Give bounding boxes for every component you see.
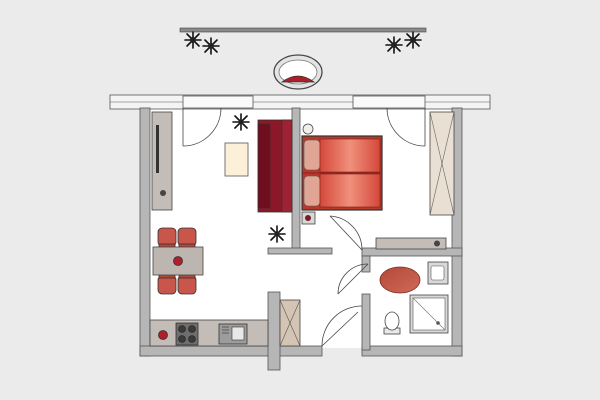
stove-icon (175, 322, 199, 346)
window (352, 95, 426, 109)
entrance-door (321, 305, 363, 347)
sofa (257, 119, 293, 213)
bath-rug (379, 266, 421, 294)
stove-knob-icon (160, 190, 166, 196)
balcony-railing (179, 27, 427, 33)
bathroom (375, 237, 449, 335)
kitchen-sink-icon (218, 323, 248, 345)
indoor-plant-icon (268, 225, 286, 243)
balcony (179, 27, 427, 90)
fridge-handle (156, 125, 159, 173)
dining-chair (177, 273, 197, 295)
doors (182, 107, 426, 347)
double-bed (301, 135, 383, 211)
windows (182, 95, 426, 109)
dining-chair (157, 227, 177, 249)
wardrobe (429, 111, 455, 216)
dining-area (152, 227, 204, 295)
balcony-door-left (182, 107, 222, 147)
table-decoration-icon (173, 256, 183, 266)
window (182, 95, 254, 109)
coffee-table (224, 142, 249, 177)
balcony-door-right (386, 107, 426, 147)
bathroom-door (337, 263, 369, 295)
dining-chair (157, 273, 177, 295)
kitchen (149, 111, 269, 347)
fire-extinguisher-icon (158, 330, 168, 340)
garden-chair-icon (273, 54, 323, 90)
floor-lamp-icon (302, 123, 314, 135)
potted-plant-icon (184, 31, 202, 49)
bath-sink-icon (427, 261, 449, 285)
indoor-plant-icon (232, 113, 250, 131)
nightstand (301, 211, 316, 225)
potted-plant-icon (202, 37, 220, 55)
shower-icon (409, 294, 449, 334)
living-bedroom (224, 111, 455, 243)
hall-closet (279, 299, 301, 347)
bath-counter (375, 237, 447, 250)
dining-chair (177, 227, 197, 249)
kitchen-counter (149, 319, 269, 347)
bedroom-door (329, 215, 363, 251)
potted-plant-icon (385, 36, 403, 54)
toilet-icon (383, 311, 401, 335)
potted-plant-icon (404, 31, 422, 49)
